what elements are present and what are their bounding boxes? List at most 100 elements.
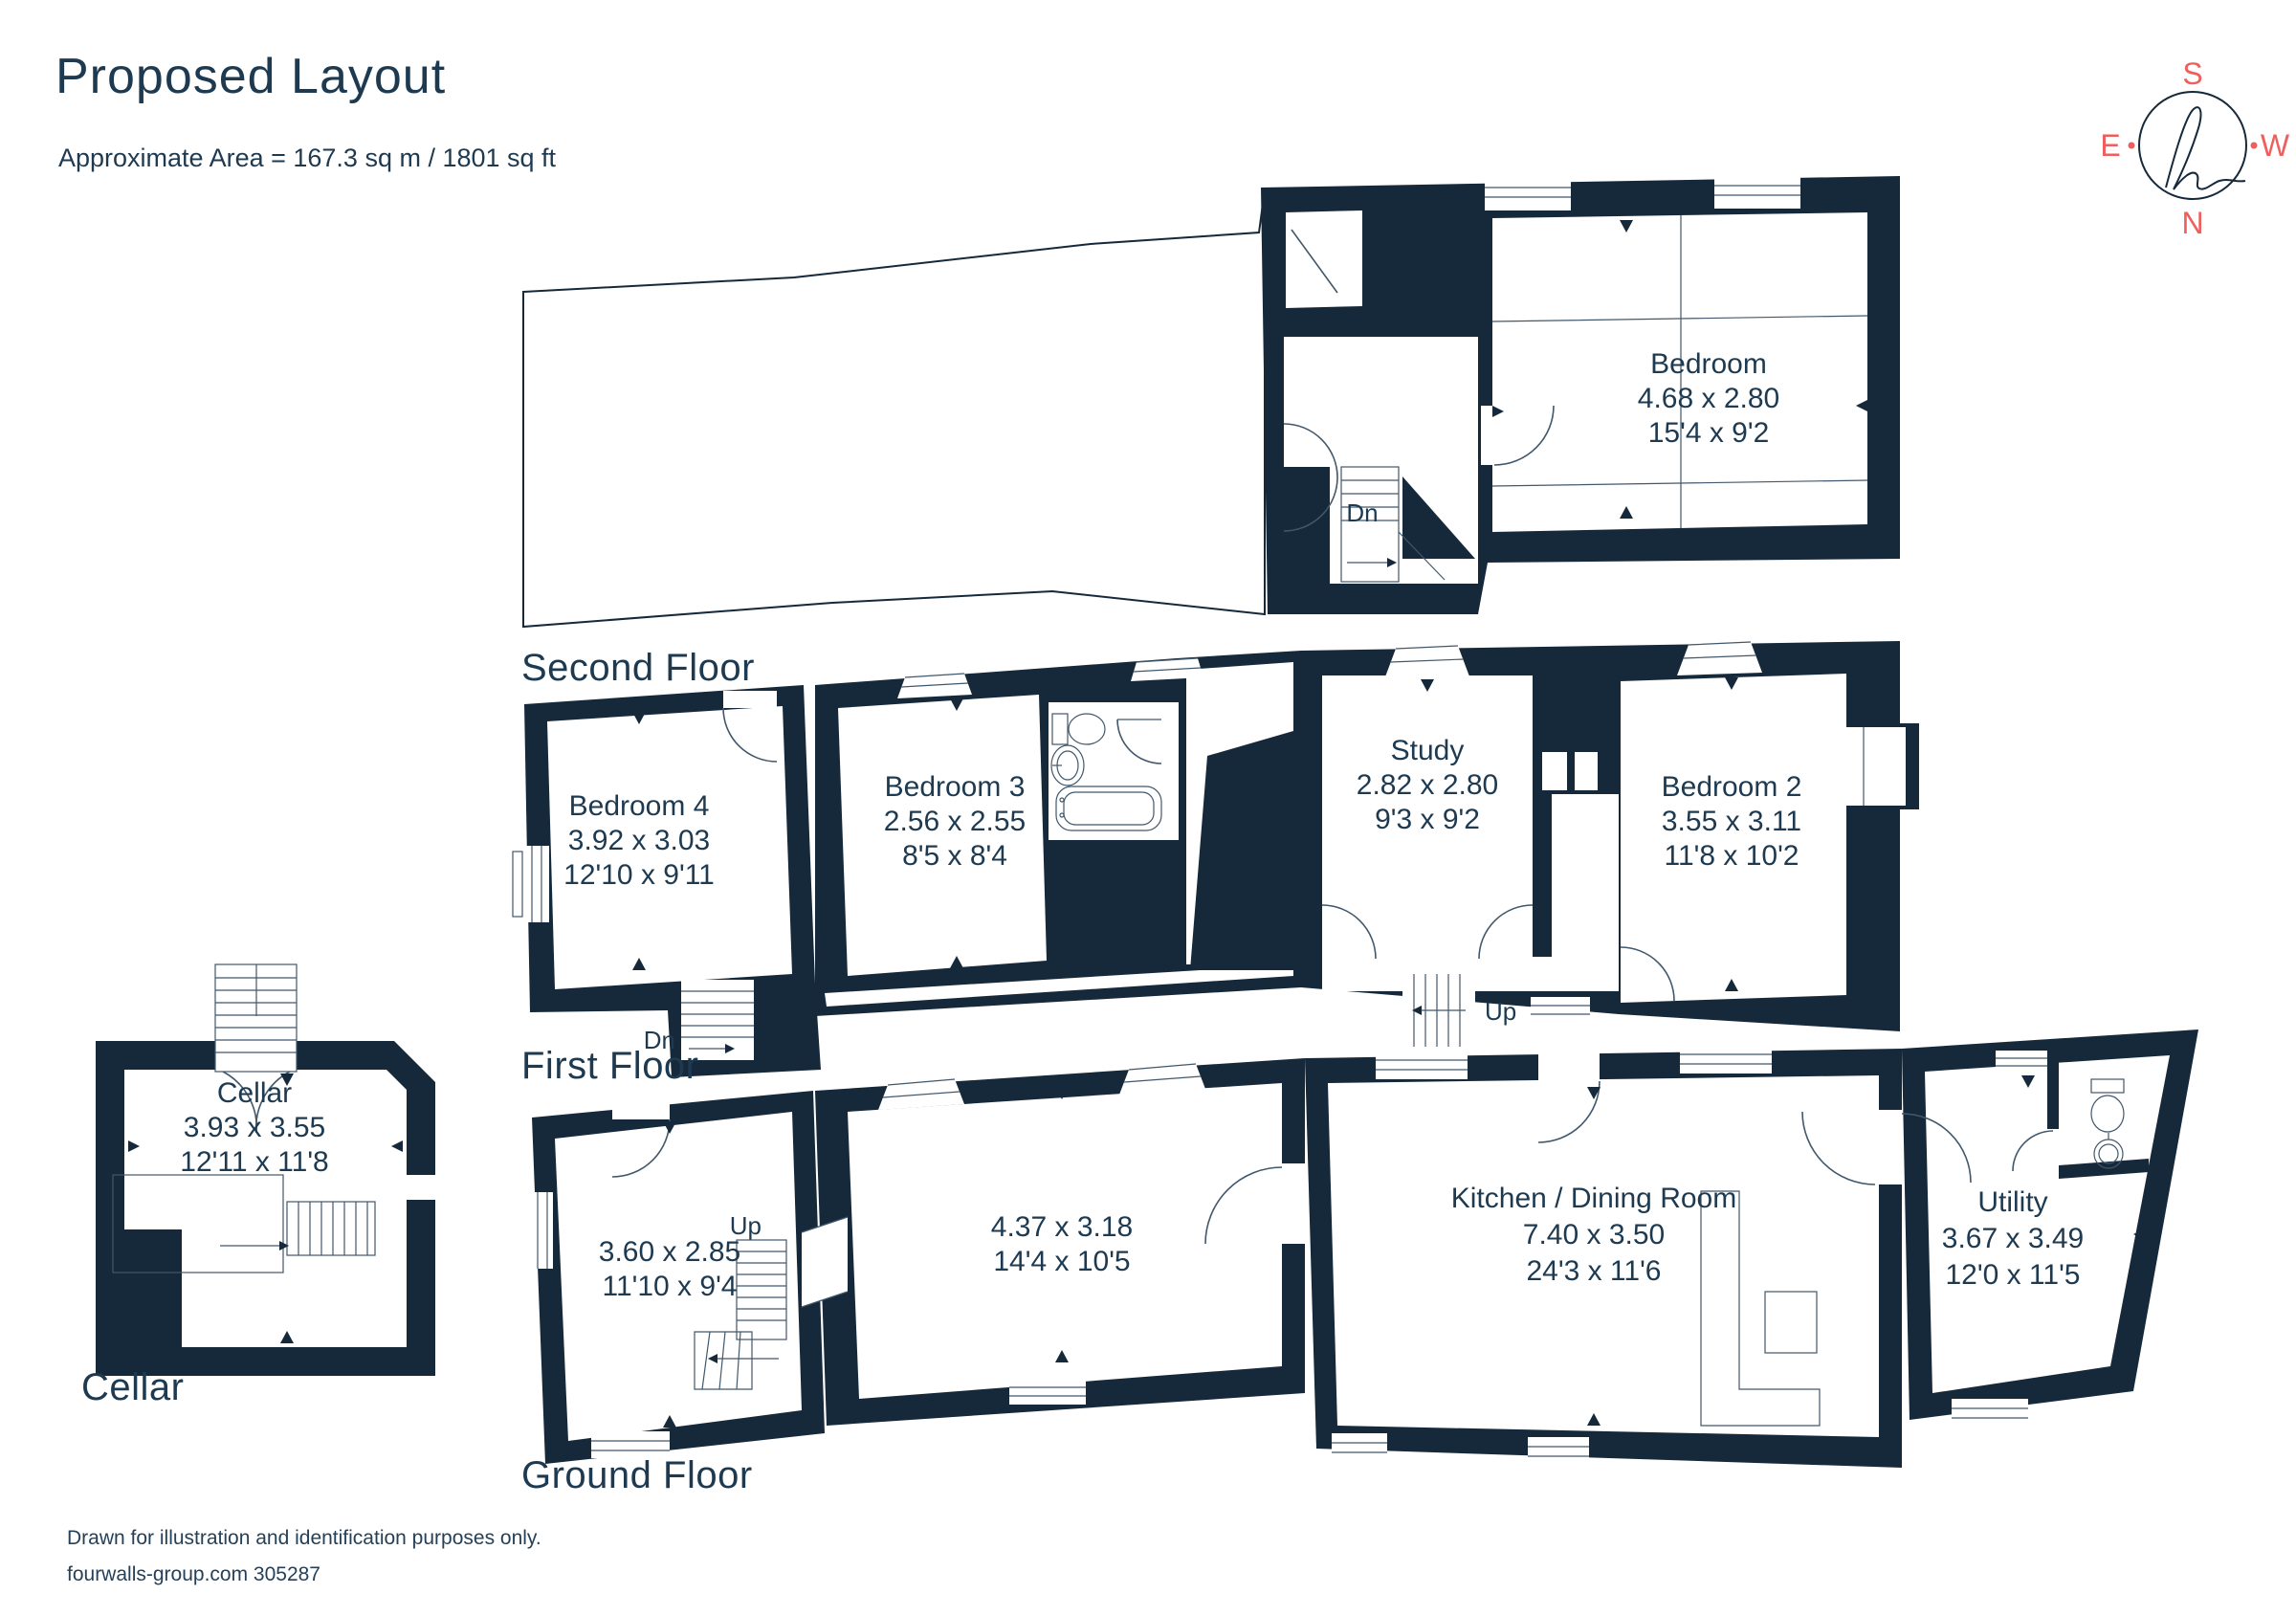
window	[1531, 997, 1590, 1022]
ground-floor-label: Ground Floor	[521, 1454, 753, 1496]
window	[897, 673, 972, 698]
bedroom-door-arc-icon	[1493, 405, 1555, 466]
room-size-metric: 3.60 x 2.85	[599, 1236, 740, 1268]
staircase-down	[681, 980, 754, 1060]
staircase-up	[1402, 974, 1475, 1047]
room-size-imperial: 12'0 x 11'5	[1945, 1259, 2080, 1291]
cellar-label: Cellar	[81, 1366, 185, 1408]
compass-west-dot	[2250, 142, 2258, 149]
window	[1009, 1378, 1086, 1405]
bathroom-door-arc-icon	[1116, 719, 1162, 764]
reception-room	[848, 1083, 1282, 1399]
stair-arrow-icon	[1387, 558, 1397, 567]
window	[1680, 1045, 1772, 1074]
logo-h-icon	[2165, 106, 2246, 190]
room-size-metric: 2.56 x 2.55	[884, 806, 1026, 837]
study-door-arc-icon	[1321, 904, 1377, 960]
room-size-metric: 3.67 x 3.49	[1942, 1223, 2084, 1254]
room-reception-2: 4.37 x 3.18 14'4 x 10'5	[991, 1211, 1133, 1277]
lower-roof-sliver	[825, 964, 1293, 1007]
bedroom2-room	[1621, 674, 1846, 1003]
door-arc-icon	[1204, 1166, 1283, 1245]
bedroom2-door-arc-icon	[1620, 946, 1675, 1002]
room-reception-1: 3.60 x 2.85 11'10 x 9'4	[599, 1236, 740, 1302]
staircase-up	[694, 1239, 787, 1390]
first-floor-label: First Floor	[521, 1045, 699, 1087]
compass-west: W	[2261, 128, 2290, 163]
dimension-tick-icon	[663, 1121, 676, 1134]
hall-corridor	[1552, 794, 1619, 963]
stair-wedge-wall	[1402, 476, 1475, 559]
dimension-tick-icon	[663, 1415, 676, 1428]
stair-arrow-icon	[725, 1044, 735, 1053]
toilet-icon	[2090, 1078, 2125, 1133]
room-name: Utility	[1977, 1186, 2047, 1218]
cellar-floor-plan: Cellar 3.93 x 3.55 12'11 x 11'8	[96, 963, 435, 1376]
window	[1485, 178, 1571, 210]
compass-north: N	[2181, 206, 2203, 240]
first-floor-plan: Dn Bedroom 4 3.92 x 3.03 12'10 x 9'11	[512, 641, 1919, 1077]
toilet-icon	[1051, 713, 1106, 745]
window	[528, 1192, 553, 1269]
room-size-imperial: 24'3 x 11'6	[1526, 1255, 1661, 1287]
chimney-niche	[1542, 752, 1567, 790]
door-gap	[1282, 1163, 1305, 1244]
door-arc-icon	[1901, 1113, 1972, 1184]
room-size-imperial: 12'10 x 9'11	[563, 859, 715, 891]
room-name: Bedroom 4	[569, 790, 710, 822]
page-title: Proposed Layout	[55, 49, 447, 104]
window	[1384, 645, 1469, 679]
door-gap	[612, 1098, 670, 1119]
chimney-niche	[1575, 752, 1598, 790]
dimension-tick-icon	[1055, 1350, 1069, 1362]
window	[512, 846, 549, 922]
window	[1528, 1437, 1589, 1466]
window	[1332, 1433, 1387, 1462]
room-bedroom: Bedroom 4.68 x 2.80 15'4 x 9'2	[1638, 348, 1779, 449]
room-size-metric: 4.68 x 2.80	[1638, 383, 1779, 414]
room-size-metric: 2.82 x 2.80	[1357, 769, 1498, 801]
sink-icon	[2093, 1133, 2124, 1169]
room-name: Bedroom	[1650, 348, 1767, 380]
room-study: Study 2.82 x 2.80 9'3 x 9'2	[1357, 735, 1498, 835]
ground-floor-plan: Up 3.60 x 2.85 11'10 x 9'4 4.37 x 3.18 1…	[528, 1029, 2198, 1468]
credit-text: fourwalls-group.com 305287	[67, 1563, 320, 1585]
room-bedroom-4: Bedroom 4 3.92 x 3.03 12'10 x 9'11	[563, 790, 715, 891]
bathtub-icon	[1055, 786, 1162, 831]
room-kitchen-dining: Kitchen / Dining Room 7.40 x 3.50 24'3 x…	[1451, 1183, 1736, 1287]
cellar-platform	[112, 1174, 284, 1273]
compass-south: S	[2182, 56, 2202, 91]
room-size-imperial: 11'10 x 9'4	[602, 1271, 737, 1302]
dimension-tick-icon	[391, 1140, 403, 1152]
compass-east: E	[2100, 128, 2120, 163]
stair-arrow-icon	[279, 1241, 289, 1251]
bedroom3-room	[838, 695, 1047, 976]
room-name: Study	[1391, 735, 1465, 766]
dimension-tick-icon	[1587, 1413, 1601, 1426]
window	[591, 1431, 670, 1458]
room-name: Kitchen / Dining Room	[1451, 1183, 1736, 1214]
staircase-internal	[220, 1201, 376, 1256]
dimension-tick-icon	[2133, 1229, 2145, 1240]
door-gap	[1538, 1049, 1600, 1083]
window	[1952, 1399, 2028, 1428]
room-size-imperial: 15'4 x 9'2	[1648, 417, 1770, 449]
bedroom4-door-gap	[723, 691, 777, 708]
kitchen-dining-room	[1328, 1075, 1879, 1437]
room-bedroom-3: Bedroom 3 2.56 x 2.55 8'5 x 8'4	[884, 771, 1026, 872]
window	[1996, 1051, 2047, 1072]
window	[1131, 657, 1203, 681]
bedroom-room	[1492, 212, 1867, 532]
dimension-tick-icon	[1620, 220, 1633, 232]
bedroom4-room	[547, 706, 792, 989]
stair-arrow-icon	[708, 1354, 718, 1363]
bathroom-room	[1049, 702, 1179, 840]
window	[1714, 176, 1800, 209]
door-gap	[1875, 1110, 1902, 1184]
chimney-wall	[1190, 731, 1293, 970]
dimension-tick-icon	[1421, 679, 1434, 692]
dimension-tick-icon	[1055, 1087, 1069, 1099]
second-floor-label: Second Floor	[521, 647, 755, 689]
room-size-metric: 4.37 x 3.18	[991, 1211, 1133, 1243]
